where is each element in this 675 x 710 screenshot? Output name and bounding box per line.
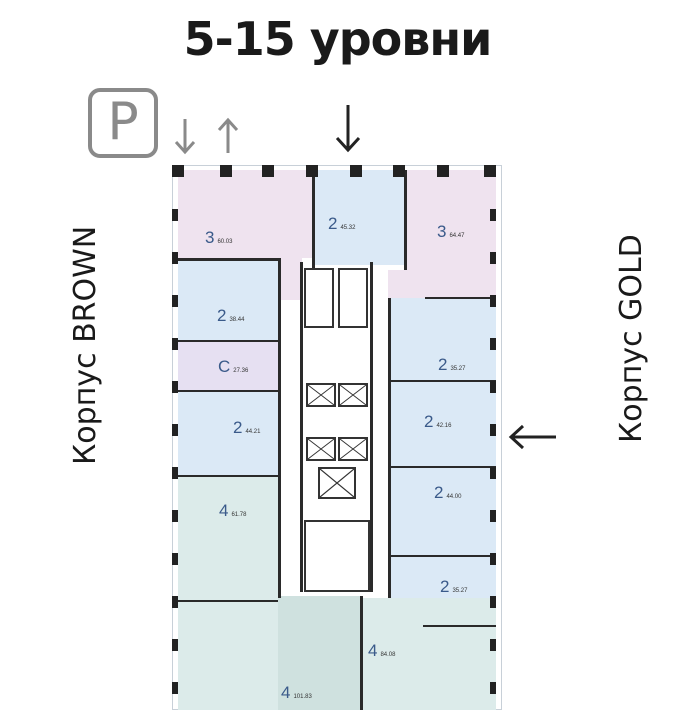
apartment-zone[interactable] — [178, 170, 312, 258]
apartment-zone[interactable] — [390, 298, 496, 380]
entrance-arrows-icon — [174, 117, 239, 155]
apartment-zone[interactable] — [178, 606, 278, 710]
elevator-icon — [338, 437, 368, 461]
apartment-zone[interactable] — [178, 260, 278, 340]
page-title: 5-15 уровни — [183, 12, 493, 66]
stairwell — [304, 268, 334, 328]
apartment-zone[interactable] — [390, 467, 496, 555]
apartment-zone[interactable] — [390, 381, 496, 466]
apartment-zone[interactable] — [314, 170, 404, 265]
parking-icon: P — [88, 88, 158, 158]
apartment-zone[interactable] — [178, 391, 278, 475]
apartment-zone[interactable] — [178, 341, 278, 390]
elevator-icon — [318, 467, 356, 499]
elevator-icon — [338, 383, 368, 407]
stairwell — [304, 520, 370, 592]
apartment-zone[interactable] — [178, 476, 278, 606]
elevator-icon — [306, 437, 336, 461]
apartment-zone[interactable] — [360, 598, 496, 710]
elevator-icon — [306, 383, 336, 407]
arrow-down-icon — [335, 105, 361, 153]
arrow-left-icon — [508, 424, 556, 450]
